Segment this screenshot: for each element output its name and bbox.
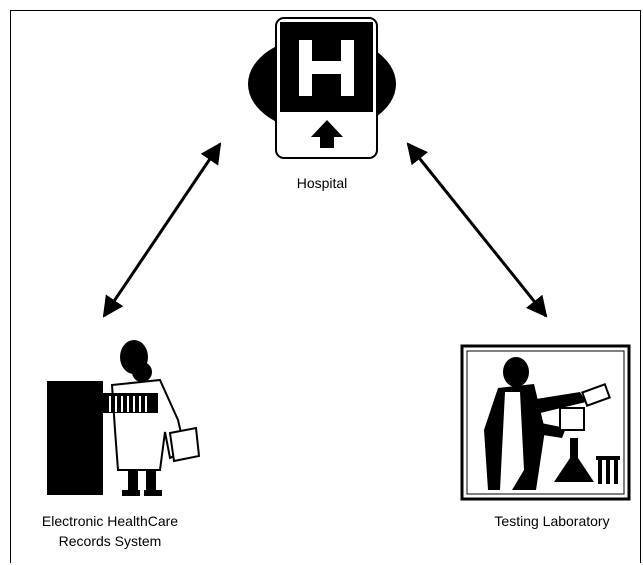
ehr-label: Electronic HealthCare Records System — [10, 511, 210, 551]
lab-label: Testing Laboratory — [494, 513, 610, 529]
hospital-sign-icon — [248, 17, 396, 159]
diagram-frame — [10, 10, 641, 563]
scientist-icon — [460, 344, 631, 501]
ehr-label-line2: Records System — [58, 533, 162, 549]
arrow-hospital-lab — [406, 142, 548, 318]
records-clerk-icon — [47, 340, 201, 496]
hospital-label: Hospital — [296, 175, 348, 191]
ehr-label-line1: Electronic HealthCare — [41, 513, 179, 529]
arrow-hospital-ehr — [102, 142, 222, 318]
